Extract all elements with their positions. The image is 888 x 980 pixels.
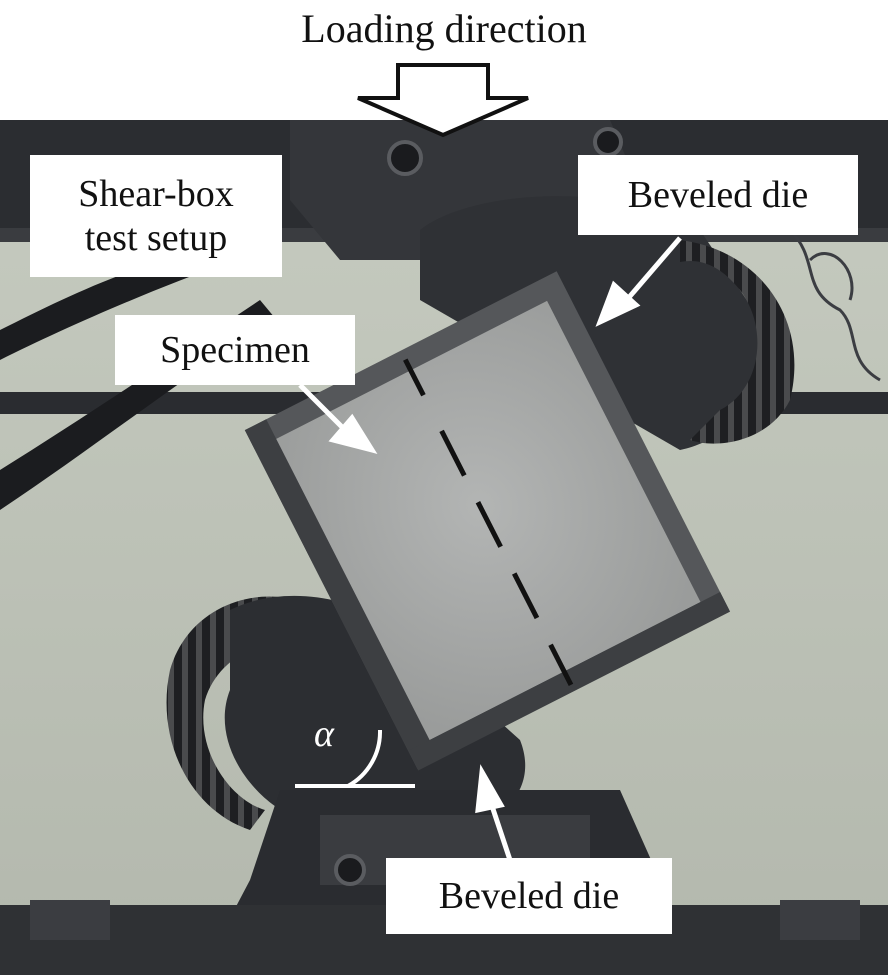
bolt-icon [387, 140, 423, 176]
label-beveled-die-top: Beveled die [578, 155, 858, 235]
lower-die-body [224, 595, 526, 830]
shear-mark [548, 643, 574, 686]
arrow-head-icon [328, 413, 378, 454]
frame-edge [244, 419, 439, 769]
specimen-assembly [244, 271, 731, 771]
angle-alpha-label: α [314, 713, 334, 755]
arrow-head-icon [595, 280, 641, 327]
bolt-icon [593, 127, 623, 157]
bolt-icon [334, 854, 366, 886]
arrow-to-bottom-die [487, 799, 513, 861]
arrow-head-icon [475, 764, 505, 814]
wire [808, 252, 854, 301]
base-clamp [30, 900, 110, 940]
arrow-to-top-die [623, 236, 682, 304]
cable [0, 250, 230, 360]
arrow-to-specimen [298, 383, 347, 432]
shear-mark [512, 572, 540, 620]
label-beveled-die-bottom: Beveled die [386, 858, 672, 934]
upper-die-body [420, 196, 765, 450]
shear-mark [475, 501, 503, 548]
shear-mark [403, 358, 426, 397]
loading-arrow-icon [357, 63, 529, 138]
lower-gear [166, 596, 330, 830]
base-clamp [780, 900, 860, 940]
angle-arc [347, 729, 383, 788]
wire [788, 228, 881, 382]
label-line: Shear-box [78, 173, 234, 215]
pointer-arrows [298, 236, 682, 861]
label-shear-box-setup: Shear-box test setup [30, 155, 282, 277]
shear-mark [439, 429, 467, 477]
label-line: test setup [84, 217, 228, 259]
label-specimen: Specimen [115, 315, 355, 385]
figure-title: Loading direction [301, 6, 587, 51]
upper-gear [680, 240, 795, 444]
